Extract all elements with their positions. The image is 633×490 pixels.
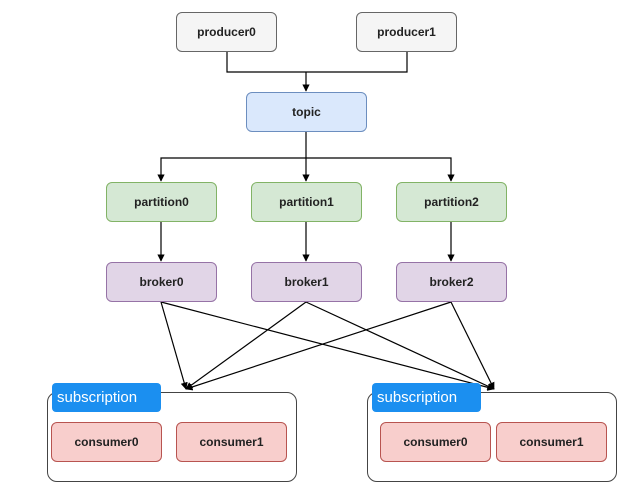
edge-producer1-topic <box>306 52 408 73</box>
partition2-node[interactable]: partition2 <box>396 182 507 222</box>
edge-broker0-sub1 <box>160 301 495 391</box>
group0-consumer1-node[interactable]: consumer1 <box>176 422 287 462</box>
producer1-node[interactable]: producer1 <box>356 12 457 52</box>
edge-topic-partition0 <box>157 157 306 182</box>
topic-node[interactable]: topic <box>246 92 367 132</box>
subscription-label-0: subscription <box>52 383 161 412</box>
group1-consumer1-node[interactable]: consumer1 <box>496 422 607 462</box>
group1-consumer0-node[interactable]: consumer0 <box>380 422 491 462</box>
edge-producer0-topic <box>226 52 306 73</box>
edge-broker2-sub1 <box>450 301 495 390</box>
edge-topic-partition2 <box>306 157 455 182</box>
subscription-label-1: subscription <box>372 383 481 412</box>
broker0-node[interactable]: broker0 <box>106 262 217 302</box>
broker1-node[interactable]: broker1 <box>251 262 362 302</box>
partition1-node[interactable]: partition1 <box>251 182 362 222</box>
edge-broker1-sub0 <box>185 301 307 390</box>
edge-broker0-sub0 <box>160 301 188 390</box>
edge-broker2-sub0 <box>185 301 452 391</box>
broker2-node[interactable]: broker2 <box>396 262 507 302</box>
edge-broker1-sub1 <box>305 301 495 390</box>
group0-consumer0-node[interactable]: consumer0 <box>51 422 162 462</box>
producer0-node[interactable]: producer0 <box>176 12 277 52</box>
partition0-node[interactable]: partition0 <box>106 182 217 222</box>
